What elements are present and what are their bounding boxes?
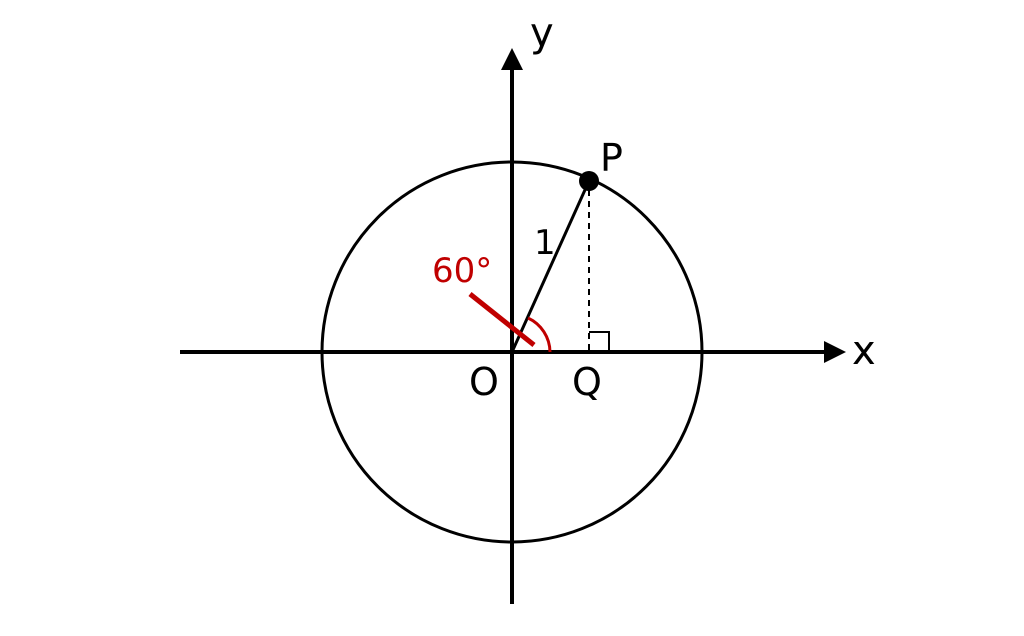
point-p-marker — [579, 171, 599, 191]
point-q-label: Q — [572, 360, 602, 404]
radius-segment-op — [510, 180, 591, 353]
x-axis-label: x — [852, 328, 876, 374]
angle-label: 60° — [432, 251, 492, 291]
origin-label: O — [469, 360, 499, 404]
x-axis-arrowhead — [824, 341, 846, 363]
angle-arc — [527, 316, 552, 353]
radius-label: 1 — [534, 223, 556, 263]
point-p-label: P — [600, 136, 623, 180]
y-axis-label: y — [530, 10, 554, 56]
y-axis-arrowhead — [501, 48, 523, 70]
angle-leader-line — [468, 292, 536, 347]
right-angle-marker — [589, 331, 610, 352]
